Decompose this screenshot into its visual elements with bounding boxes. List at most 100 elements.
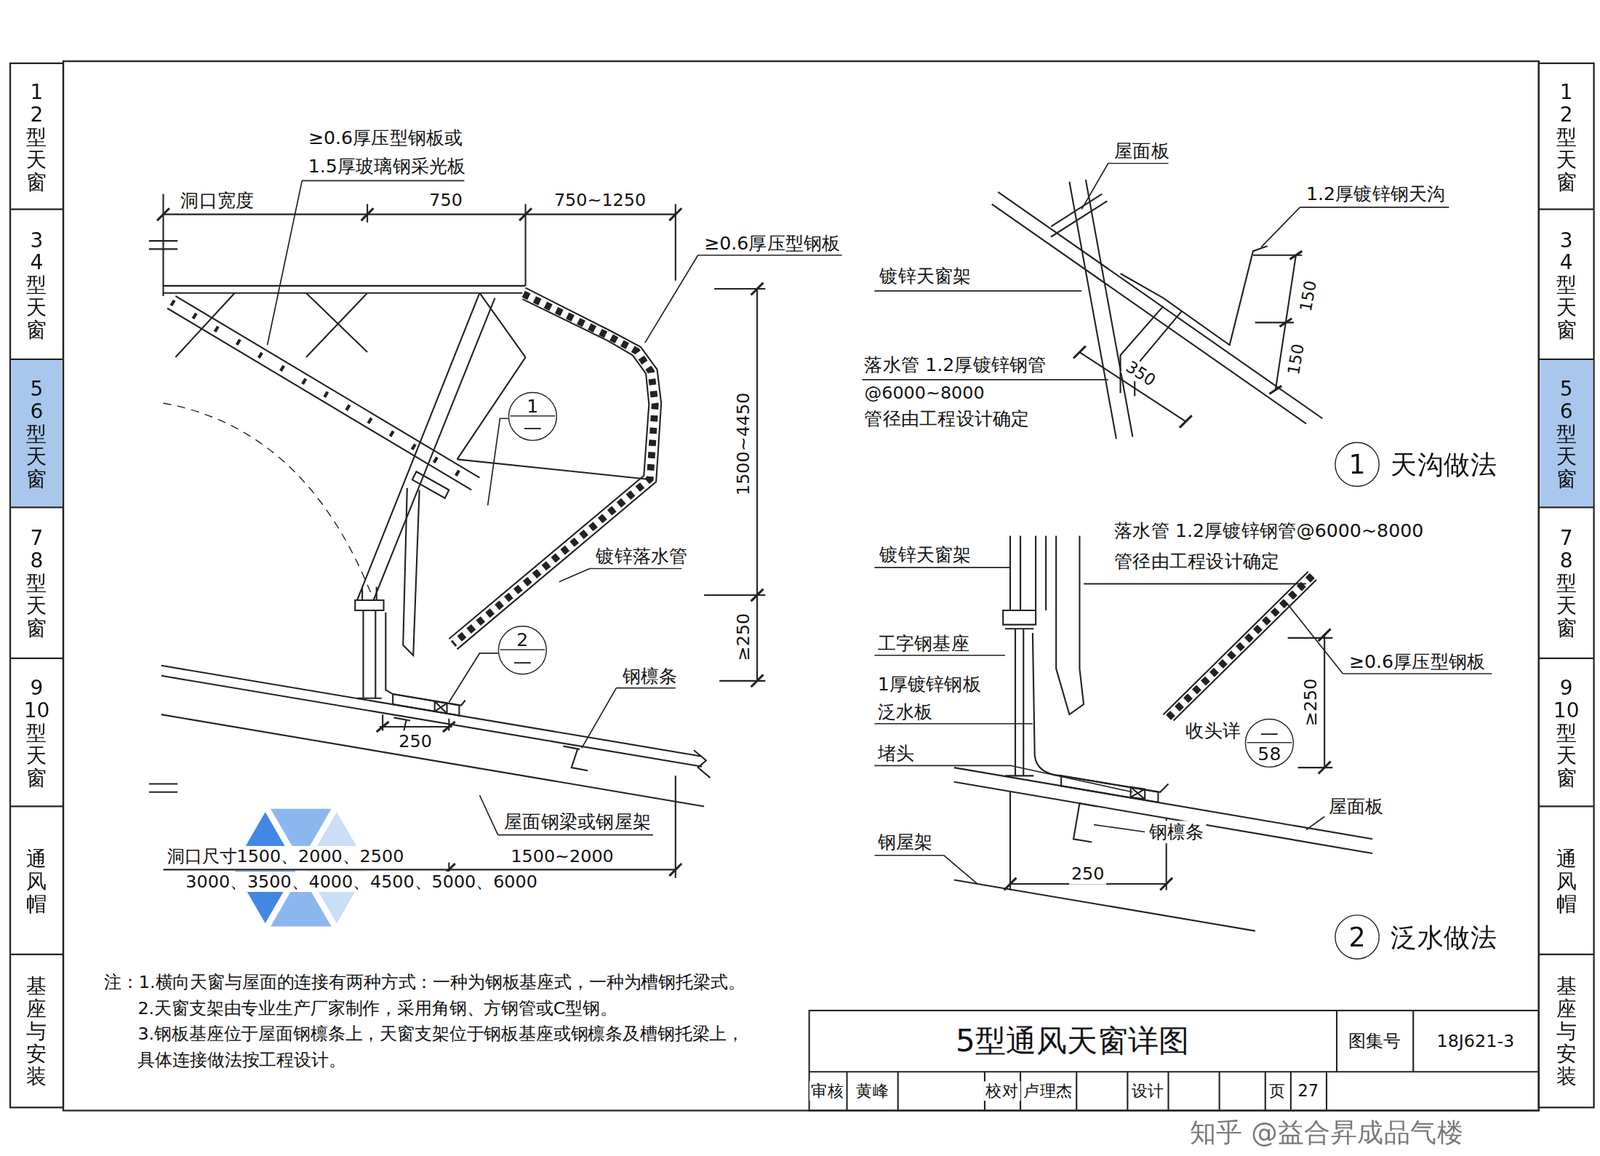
skylight-section [704,288,766,681]
drawing-frame [10,61,1595,1110]
flashing-detail [954,879,1256,931]
drawing-label: 图集号 [1346,1030,1403,1052]
drawing-label: ≥250 [1299,676,1321,728]
skylight-section [161,714,704,806]
flashing-detail [954,767,1373,854]
drawing-label: ≥250 [732,610,754,663]
gutter-detail [1079,255,1302,422]
flashing-detail [1288,634,1334,768]
callout-number: — [1245,719,1294,743]
flashing-detail [954,536,1373,931]
drawing-label: 注：1.横向天窗与屋面的连接有两种方式：一种为钢板基座式，一种为槽钢托梁式。 [101,970,747,992]
drawing-label: 屋面板 [1326,794,1386,817]
skylight-section [162,775,675,878]
skylight-section [167,296,480,491]
section-tab: 9 10型天窗 [1539,658,1593,806]
gutter-detail [1050,194,1107,238]
section-tab: 通风帽 [10,807,62,954]
leader-line [1093,824,1145,832]
drawing-label: 堵头 [875,741,917,764]
leader-line [862,162,1450,379]
section-tab: 基座与安装 [10,954,62,1107]
drawing-label: 1500~4450 [732,390,754,498]
tab-label: 3 4型天窗 [22,228,51,341]
callout-circle: —58 [1245,718,1294,768]
drawing-label: ≥0.6厚压型钢板 [701,232,843,254]
skylight-section [457,288,662,650]
title-block-grid [809,1010,1539,1111]
skylight-section [379,714,453,731]
callout-circle: 2— [498,625,547,675]
skylight-section [385,612,465,706]
drawing-label: 屋面板 [1112,140,1171,163]
watermark: 知乎 @益合昇成品气楼 [1187,1117,1466,1150]
section-tab: 3 4型天窗 [1539,210,1593,358]
drawing-label: 3.钢板基座位于屋面钢檩条上，天窗支架位于钢板基座或钢檩条及槽钢托梁上， [136,1023,747,1045]
callout-number: 58 [1245,742,1294,766]
drawing-label: 屋面钢梁或钢屋架 [501,810,654,832]
tab-label: 9 10型天窗 [22,676,51,789]
gutter-detail [992,192,1323,424]
title-block-grid [809,1010,1539,1111]
drawing-label: 1.5厚玻璃钢采光板 [306,155,469,178]
drawing-frame [1538,63,1595,1107]
drawing-label: 18J621-3 [1434,1030,1517,1052]
leader-line [581,688,676,749]
callout-number: 2 [498,626,547,650]
leader-line [874,722,1032,725]
drawing-label: 250 [1069,863,1107,885]
flashing-detail [1010,792,1167,891]
section-tab: 基座与安装 [1539,954,1593,1107]
tab-label: 9 10型天窗 [1552,676,1581,789]
skylight-section [149,240,178,792]
leader-line [1288,604,1493,674]
drawing-label: 钢檩条 [1146,820,1206,843]
leader-line [1306,816,1325,830]
section-tab: 1 2型天窗 [10,64,62,208]
leader-line [645,255,843,344]
drawing-label: 洞口宽度 [178,189,257,211]
flashing-detail [1168,575,1313,718]
drawing-label: 1.2厚镀锌钢天沟 [1304,182,1448,205]
skylight-section [175,293,654,600]
drawing-title: 5型通风天窗详图 [953,1022,1192,1060]
section-tab: 9 10型天窗 [10,658,62,806]
detail-number: 2泛水做法 [1334,914,1380,960]
detail-number-text: 2 [1348,923,1366,950]
flashing-detail [1010,536,1046,611]
section-tab: 5 6型天窗 [10,360,62,507]
tab-label: 基座与安装 [22,974,51,1087]
leader-line [874,290,1082,292]
drawing-label: 收头详 [1184,719,1243,742]
drawing-label: 750 [427,189,465,211]
drawing-label: 审核 [809,1080,847,1101]
drawing-label: 洞口尺寸1500、2000、2500 [165,845,406,867]
flashing-detail [1073,802,1097,842]
leader-line [874,567,1492,884]
skylight-section [354,586,384,699]
flashing-detail [1162,571,1316,721]
leader-line [874,855,978,884]
drawing-label: 镀锌天窗架 [877,543,974,566]
leader-line [874,654,1006,656]
drawing-label: @6000~8000 [862,382,987,404]
tab-label: 1 2型天窗 [22,80,51,192]
drawing-label: 管径由工程设计确定 [862,407,1032,430]
tab-label: 7 8型天窗 [22,526,51,639]
callout-number: 1 [509,392,557,416]
drawing-label: ≥0.6厚压型钢板 [1346,650,1488,672]
drawing-label: 具体连接做法按工程设计。 [136,1048,349,1070]
leader-line [559,568,682,582]
leader-line [488,418,509,505]
drawing-label: 页 [1267,1080,1288,1101]
gutter-detail [992,179,1323,439]
skylight-section [162,285,526,294]
drawing-label: 150 [1282,340,1309,379]
drawing-label: 工字钢基座 [875,632,972,654]
skylight-section [412,471,450,498]
section-tab: 5 6型天窗 [1539,360,1593,507]
flashing-detail [1002,610,1036,776]
drawing-label: ≥0.6厚压型钢板或 [306,126,465,149]
tab-label: 通风帽 [22,846,51,915]
drawing-label: 27 [1296,1080,1321,1101]
